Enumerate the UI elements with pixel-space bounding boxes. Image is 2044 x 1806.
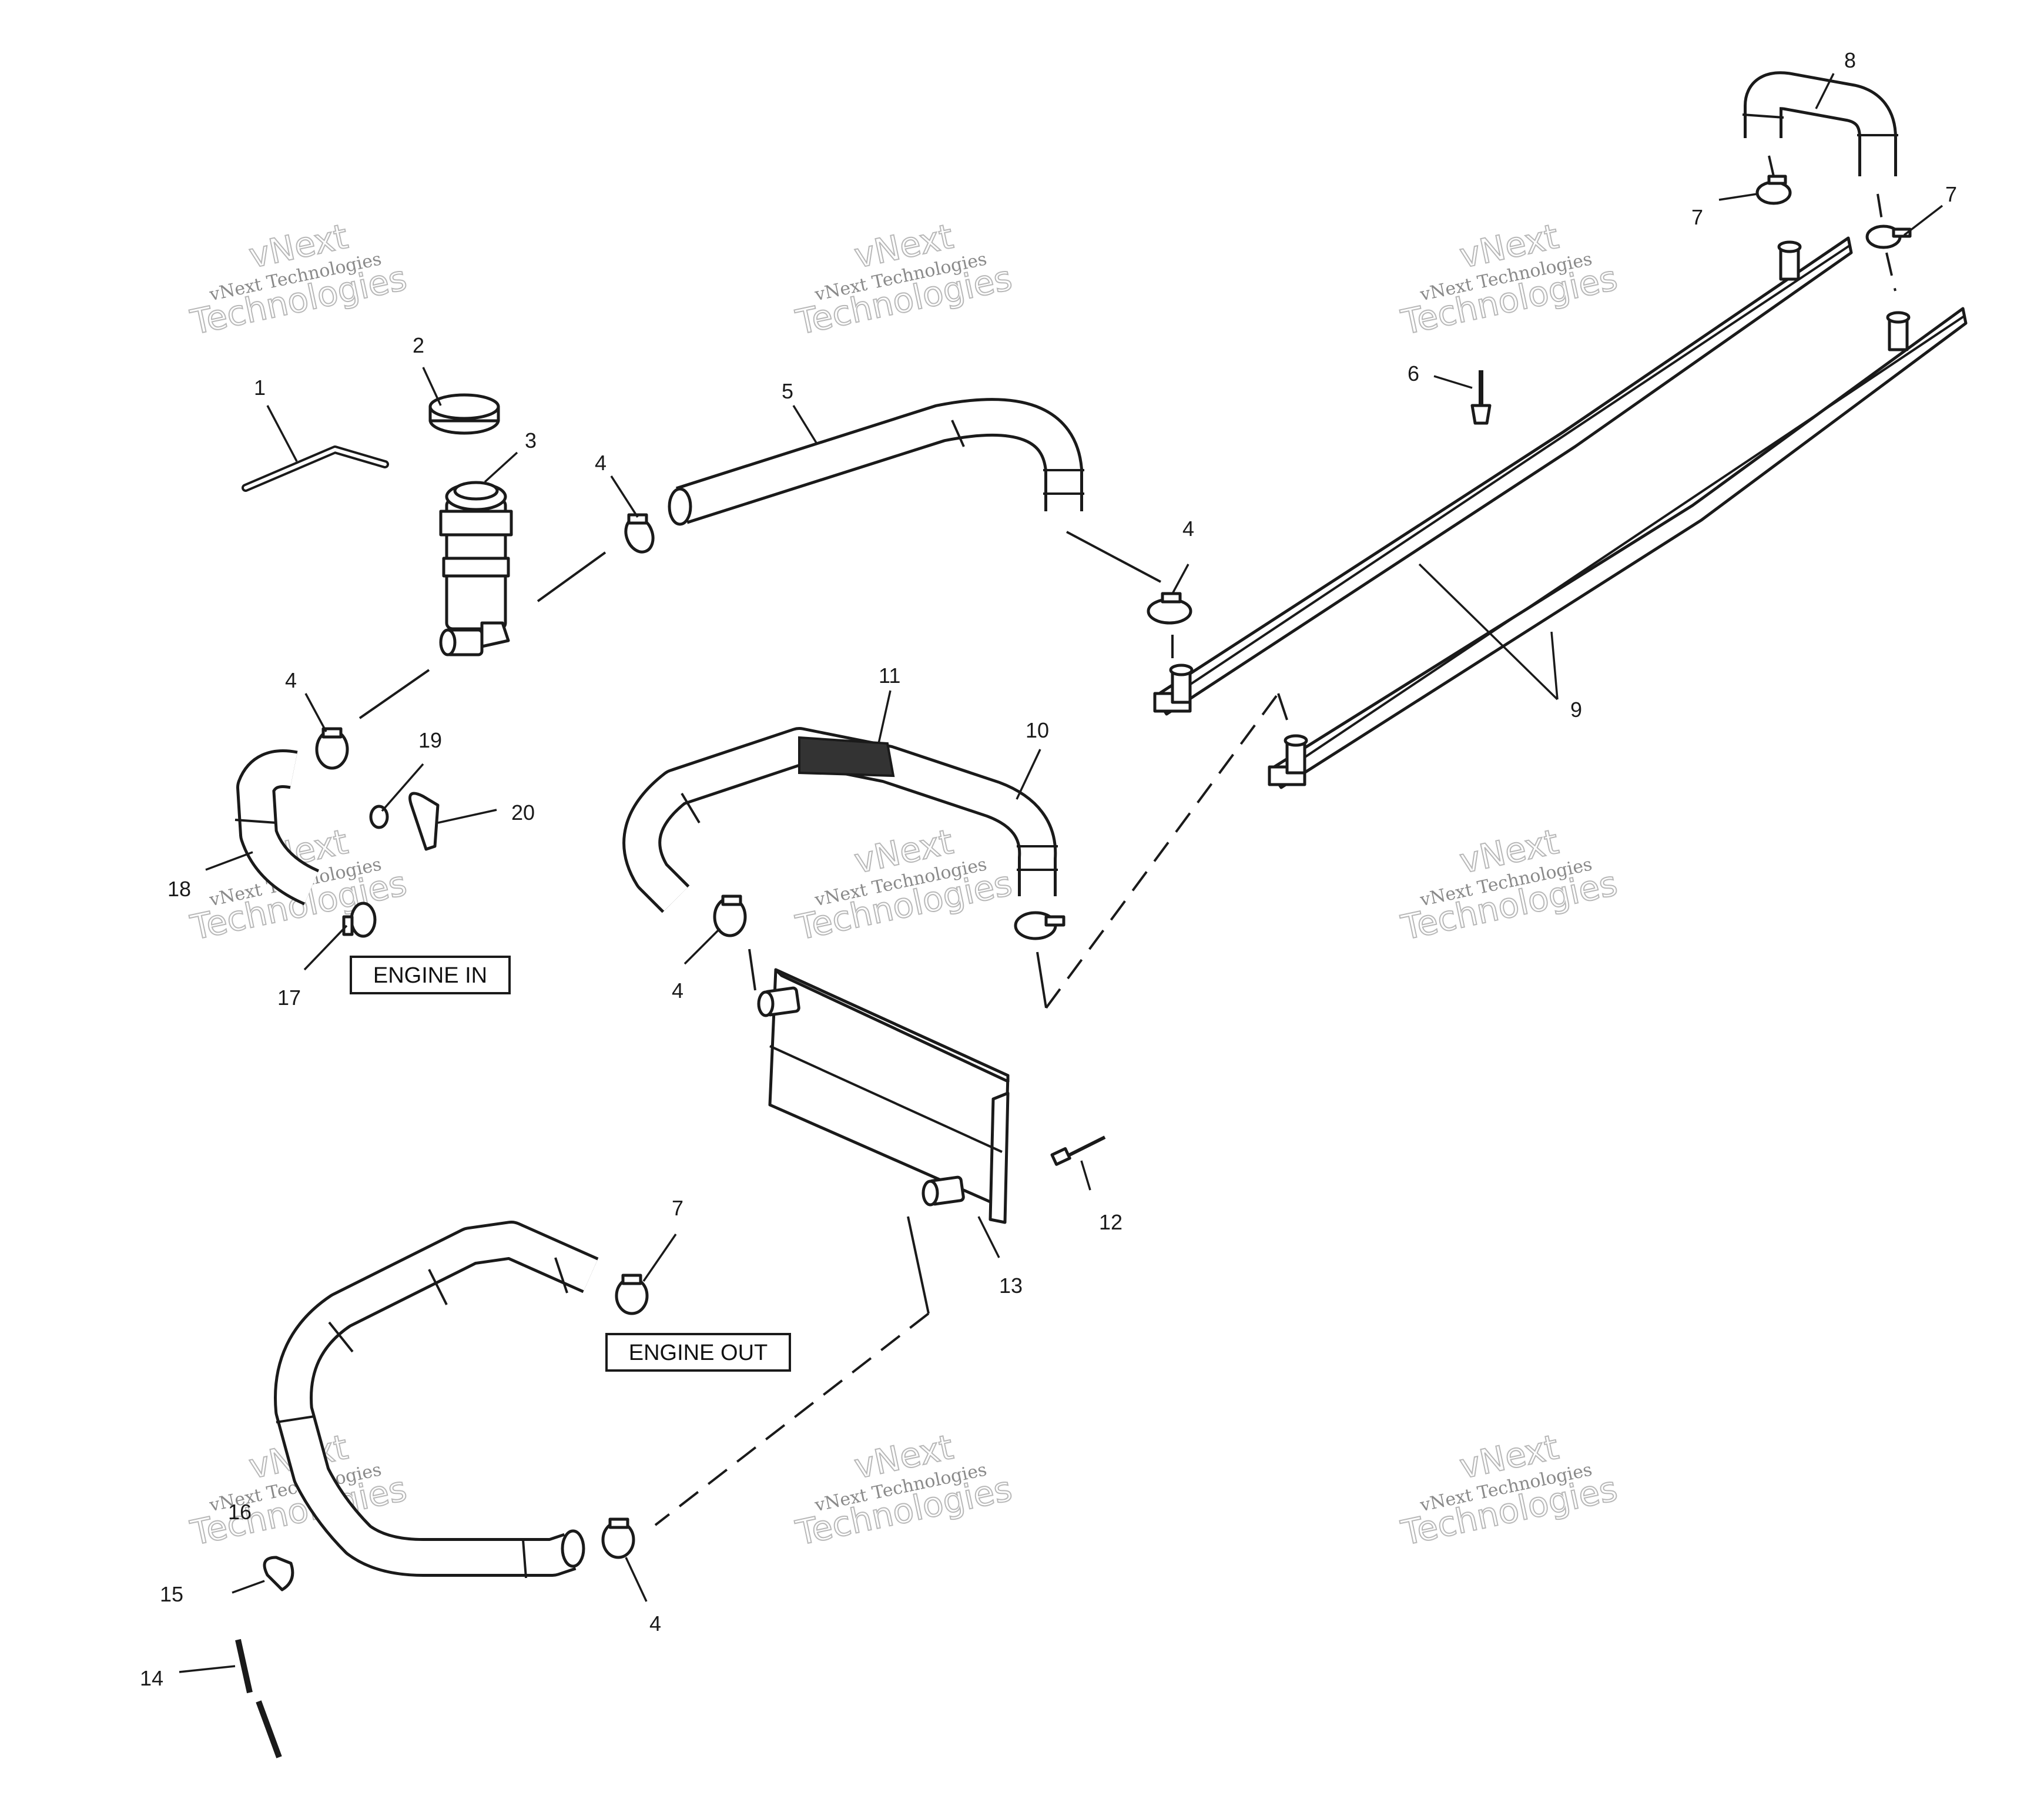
- watermark: vNext vNext Technologies Technologies: [792, 821, 1016, 949]
- callout-5: 5: [782, 379, 793, 403]
- callout-20: 20: [511, 800, 535, 825]
- callout-2: 2: [413, 333, 424, 357]
- part-5-upper-hose[interactable]: [668, 398, 1084, 526]
- callout-15: 15: [160, 1582, 183, 1606]
- part-16-engine-out-hose[interactable]: [274, 1221, 599, 1579]
- part-6-rivet[interactable]: [1470, 370, 1492, 425]
- watermark: vNext vNext Technologies Technologies: [792, 1426, 1016, 1554]
- engine-in-text: ENGINE IN: [373, 963, 487, 988]
- part-17-hose-clamp[interactable]: [342, 902, 377, 938]
- callout-4: 4: [285, 668, 297, 692]
- callout-7: 7: [672, 1196, 683, 1220]
- callout-7: 7: [1945, 182, 1957, 206]
- part-9-heat-exchanger-rail[interactable]: [1153, 236, 1853, 716]
- watermark: vNext vNext Technologies Technologies: [1397, 1426, 1621, 1554]
- part-15-p-clamp[interactable]: [263, 1556, 294, 1591]
- callout-1: 1: [254, 376, 266, 400]
- callout-14: 14: [140, 1666, 163, 1690]
- part-9-heat-exchanger-rail[interactable]: [1268, 307, 1968, 789]
- callout-12: 12: [1099, 1210, 1122, 1234]
- callout-8: 8: [1844, 48, 1856, 72]
- callout-4: 4: [672, 979, 683, 1003]
- part-4-hose-clamp[interactable]: [601, 1517, 635, 1559]
- part-7-hose-clamp[interactable]: [615, 1274, 649, 1315]
- engine-out-label: ENGINE OUT: [605, 1333, 791, 1372]
- part-2-radiator-cap[interactable]: [428, 393, 500, 435]
- watermark: vNext vNext Technologies Technologies: [1397, 821, 1621, 949]
- engine-out-text: ENGINE OUT: [629, 1341, 768, 1365]
- callout-6: 6: [1408, 361, 1419, 386]
- part-13-heat-exchanger[interactable]: [757, 968, 1010, 1224]
- part-18-engine-in-hose[interactable]: [234, 749, 320, 906]
- part-20-p-clamp[interactable]: [408, 792, 440, 851]
- watermark: vNext vNext Technologies Technologies: [1397, 216, 1621, 343]
- callout-13: 13: [999, 1274, 1023, 1298]
- part-7-hose-clamp[interactable]: [1865, 225, 1912, 249]
- part-14-rod[interactable]: [235, 1639, 282, 1758]
- callout-19: 19: [418, 728, 442, 752]
- part-4-hose-clamp[interactable]: [621, 513, 658, 555]
- part-11-bellows[interactable]: [798, 736, 895, 778]
- callout-11: 11: [879, 664, 900, 688]
- callout-4: 4: [649, 1611, 661, 1636]
- part-7-hose-clamp[interactable]: [1755, 175, 1792, 205]
- watermark: vNext vNext Technologies Technologies: [186, 216, 411, 343]
- part-4-hose-clamp[interactable]: [1014, 911, 1065, 940]
- part-1-bleed-tube[interactable]: [242, 445, 389, 492]
- part-4-hose-clamp[interactable]: [1147, 592, 1192, 625]
- part-3-coolant-reservoir[interactable]: [439, 481, 513, 656]
- part-4-hose-clamp[interactable]: [713, 894, 747, 937]
- watermark: vNext vNext Technologies Technologies: [792, 216, 1016, 343]
- callout-4: 4: [595, 451, 607, 475]
- callout-17: 17: [277, 986, 301, 1010]
- callout-10: 10: [1026, 718, 1049, 742]
- callout-numbers: 1 2 3 4 5 6 7 7 8 4 9 11 10 4 19 20 18 1…: [140, 48, 1957, 1690]
- callout-9: 9: [1570, 698, 1582, 722]
- part-8-crossover-hose[interactable]: [1742, 71, 1898, 176]
- part-19-washer[interactable]: [369, 805, 389, 829]
- part-12-bolt[interactable]: [1050, 1135, 1106, 1166]
- callout-4: 4: [1182, 517, 1194, 541]
- watermarks: vNext vNext Technologies Technologies vN…: [186, 216, 1621, 1554]
- callout-16: 16: [228, 1500, 252, 1524]
- engine-in-label: ENGINE IN: [350, 956, 511, 994]
- leader-lines: [179, 73, 1944, 1673]
- callout-3: 3: [525, 428, 537, 453]
- callout-7: 7: [1691, 205, 1703, 229]
- connection-lines: [358, 155, 1896, 1526]
- callout-18: 18: [167, 877, 191, 901]
- part-4-hose-clamp[interactable]: [315, 727, 349, 770]
